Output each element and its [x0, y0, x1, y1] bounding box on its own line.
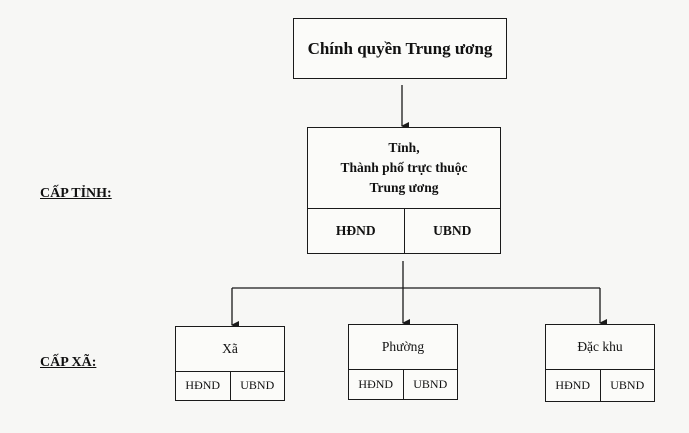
- commune-councils-phuong: HĐND UBND: [349, 369, 457, 399]
- xa-hdnd: HĐND: [185, 378, 221, 392]
- dac-khu-hdnd: HĐND: [555, 377, 591, 392]
- commune-box-xa: Xã HĐND UBND: [175, 326, 285, 401]
- province-line-1: Tỉnh,: [388, 140, 420, 155]
- province-title: Tỉnh, Thành phố trực thuộc Trung ương: [308, 128, 500, 209]
- province-councils: HĐND UBND: [308, 208, 500, 253]
- central-government-box: Chính quyền Trung ương: [293, 18, 507, 79]
- province-level-label: CẤP TỈNH:: [40, 186, 112, 201]
- commune-label-phuong: Phường: [349, 325, 457, 370]
- province-ubnd: UBND: [403, 208, 501, 253]
- province-box: Tỉnh, Thành phố trực thuộc Trung ương HĐ…: [307, 127, 501, 254]
- province-line-2: Thành phố trực thuộc: [340, 160, 468, 175]
- commune-label-xa: Xã: [176, 327, 284, 372]
- central-government-label: Chính quyền Trung ương: [307, 38, 493, 58]
- commune-councils-xa: HĐND UBND: [176, 371, 284, 400]
- xa-ubnd: UBND: [229, 371, 285, 400]
- phuong-ubnd: UBND: [402, 369, 458, 399]
- province-hdnd: HĐND: [335, 222, 376, 238]
- commune-councils-dac-khu: HĐND UBND: [546, 369, 654, 401]
- province-line-3: Trung ương: [369, 180, 439, 195]
- commune-box-dac-khu: Đặc khu HĐND UBND: [545, 324, 655, 402]
- commune-level-label: CẤP XÃ:: [40, 355, 97, 370]
- commune-label-dac-khu: Đặc khu: [546, 325, 654, 370]
- commune-box-phuong: Phường HĐND UBND: [348, 324, 458, 400]
- phuong-hdnd: HĐND: [358, 376, 394, 391]
- dac-khu-ubnd: UBND: [599, 369, 655, 401]
